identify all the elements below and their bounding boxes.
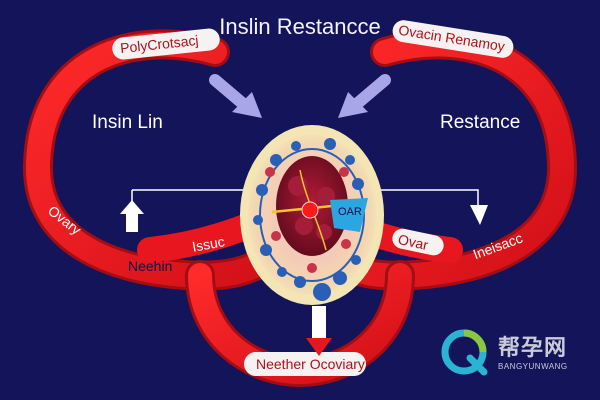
watermark-text-cn: 帮孕网 [498,335,568,361]
diagram-title: Inslin Restancce [219,14,381,39]
arrow-top-left [209,74,262,118]
arrow-down-right [470,205,488,225]
plate-top-right [392,20,514,58]
watermark-logo-icon [441,329,488,376]
plate-bottom [244,352,366,376]
arrow-up-left [120,200,144,232]
label-bottom-band: Neether Ocoviary [256,356,365,372]
arrow-down-center [306,306,332,356]
label-center-badge: OAR [338,206,362,218]
arrow-top-right [338,74,391,118]
watermark-text-en: BANGYUNWANG [498,362,568,371]
label-left-band-inner: Neehin [128,258,173,274]
center-badge-shape [330,198,368,232]
right-connector [376,189,479,210]
plate-top-left [112,28,220,60]
plate-center-right [392,228,444,256]
tissue-cross-section [240,125,384,305]
left-heading: Insin Lin [92,112,163,133]
right-heading: Restance [440,112,521,133]
